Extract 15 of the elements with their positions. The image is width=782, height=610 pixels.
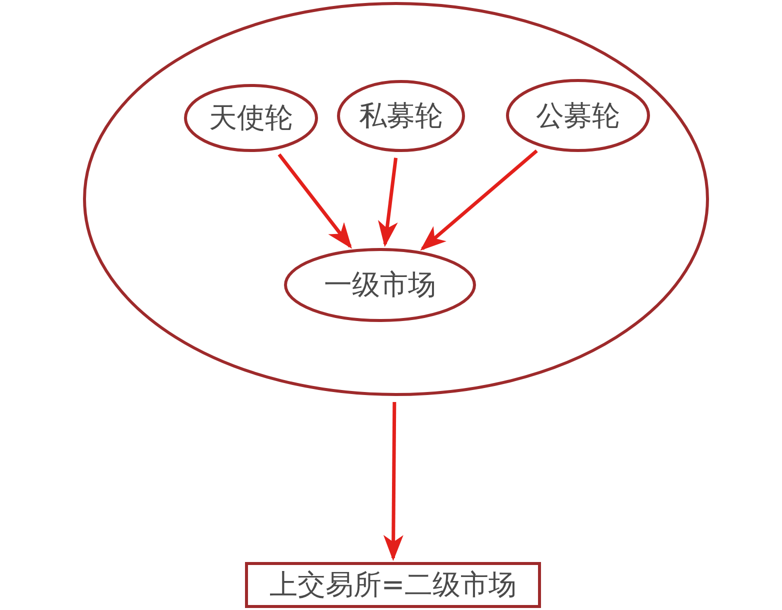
node-label: 上交易所=二级市场 <box>269 568 517 602</box>
node-label: 天使轮 <box>209 101 293 135</box>
arrow <box>383 402 404 561</box>
ellipse-node <box>184 84 318 152</box>
ellipse-node <box>337 80 465 152</box>
arrow <box>278 153 352 249</box>
outer-ellipse <box>83 2 709 396</box>
node-label: 私募轮 <box>359 99 443 133</box>
node-label: 一级市场 <box>324 268 436 302</box>
ellipse-node <box>284 248 476 322</box>
node-label: 公募轮 <box>536 98 620 132</box>
arrow <box>378 158 398 248</box>
ellipse-node <box>506 79 650 152</box>
process-box <box>245 562 541 608</box>
arrow <box>420 149 538 251</box>
